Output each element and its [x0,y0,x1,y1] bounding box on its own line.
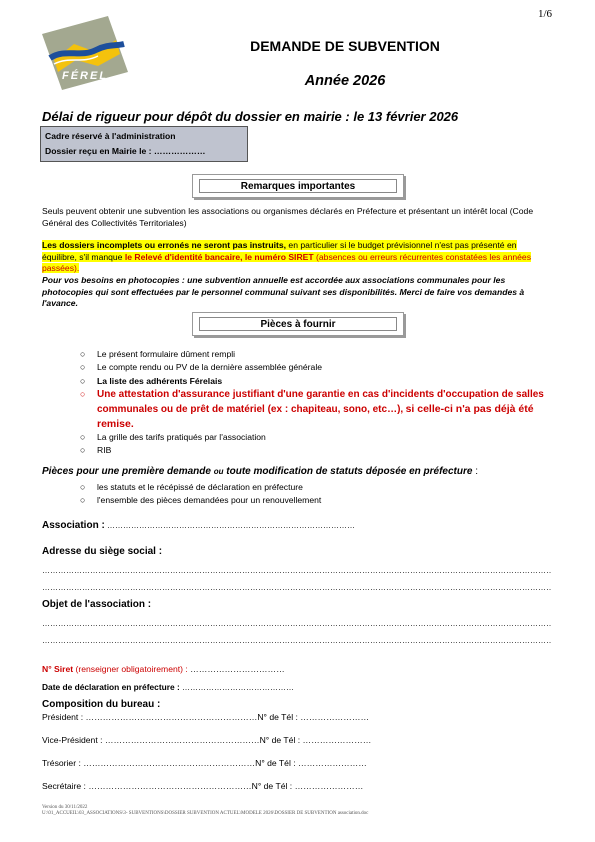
list-item: ○ Le présent formulaire dûment rempli [80,348,560,361]
bureau-name-dots: …………………………………………………… [83,758,256,768]
circle-bullet-icon: ○ [80,375,86,386]
first-request-heading: Pièces pour une première demande ou tout… [42,466,478,477]
photocopies-note: Pour vos besoins en photocopies : une su… [42,275,525,308]
bureau-name-dots: ……………………………………………… [104,735,260,745]
bureau-tel-dots: …………………… [300,712,370,722]
footer: Version du 30/11/2022 U:\01_ACCUEIL\03_A… [42,805,368,817]
first-request-b: ou [213,467,224,476]
first-request-colon: : [472,466,479,477]
warning-red-bold: le Relevé d'identité bancaire, le numéro… [124,251,314,262]
circle-bullet-icon: ○ [80,495,86,506]
bureau-label: Composition du bureau : [42,699,161,710]
bureau-tel-dots: …………………… [294,781,364,791]
bureau-name-dots: …………………………………………………… [85,712,258,722]
list-item: ○ La liste des adhérents Férelais [80,375,560,388]
footer-version: Version du 30/11/2022 [42,805,88,810]
remarks-heading: Remarques importantes [199,179,397,193]
circle-bullet-icon: ○ [80,388,86,399]
siret-note: (renseigner obligatoirement) : [73,664,188,674]
bureau-role: Secrétaire : [42,781,89,791]
first-request-c: toute modification de statuts déposée en… [223,466,473,477]
siege-label: Adresse du siège social : [42,546,163,557]
first-request-list: ○ les statuts et le récépissé de déclarat… [80,481,560,508]
list-item-label-extra: si celle-ci n'a pas déjà été remise. [97,402,534,430]
footer-path: U:\01_ACCUEIL\03_ASSOCIATIONS\3- SUBVENT… [42,811,369,816]
date-label: Date de déclaration en préfecture : [42,682,180,692]
bureau-tel-dots: …………………… [302,735,372,745]
remarks-intro: Seuls peuvent obtenir une subvention les… [42,206,534,228]
list-item: ○ l'ensemble des pièces demandées pour un… [80,494,560,507]
bureau-tel-label: N° de Tél : [257,712,301,722]
circle-bullet-icon: ○ [80,482,86,492]
admin-box: Cadre réservé à l'administration Dossier… [40,126,248,162]
bureau-role: Trésorier : [42,758,84,768]
document-title: DEMANDE DE SUBVENTION [250,38,440,54]
page-number: 1/6 [537,8,552,20]
list-item: ○ La grille des tarifs pratiqués par l'as… [80,431,560,444]
list-item: ○ les statuts et le récépissé de déclarat… [80,481,560,494]
ferel-logo: L'ENTRE AIX ET GARDMIER FÉREL [40,8,132,92]
bureau-tel-dots: …………………… [298,758,367,768]
list-item-label: La liste des adhérents Férelais [97,375,223,386]
remarks-heading-box: Remarques importantes [192,174,404,198]
siege-line-1[interactable]: …………………………………………………………………………………………………………… [42,566,552,575]
list-item: ○ Une attestation d'assurance justifiant … [80,388,560,431]
association-dots: ………………………………………………………………………………… [104,521,356,530]
bureau-tel-label: N° de Tél : [259,735,303,745]
objet-line-2[interactable]: …………………………………………………………………………………………………………… [42,636,552,645]
first-request-a: Pièces pour une première demande [42,466,214,477]
list-item-label: RIB [97,445,112,456]
siege-line-2[interactable]: …………………………………………………………………………………………………………… [42,583,552,592]
list-item-label: les statuts et le récépissé de déclarati… [97,482,303,492]
list-item: ○ Le compte rendu ou PV de la dernière as… [80,361,560,374]
circle-bullet-icon: ○ [80,432,86,443]
bureau-role: Vice-Président : [42,735,105,745]
bureau-role: Président : [42,712,86,722]
siret-dots: …………………………… [187,664,285,674]
list-item-label: Le compte rendu ou PV de la dernière ass… [97,362,323,373]
circle-bullet-icon: ○ [80,445,86,456]
bureau-tel-label: N° de Tél : [251,781,295,791]
remarks-warning: Les dossiers incomplets ou erronés ne se… [42,240,552,275]
admin-box-title: Cadre réservé à l'administration [45,131,176,141]
association-label: Association : [42,520,105,531]
bureau-row-secretaire[interactable]: Secrétaire : …………………………………………………N° de Té… [42,781,363,791]
deadline-text: Délai de rigueur pour dépôt du dossier e… [42,109,459,124]
circle-bullet-icon: ○ [80,349,86,359]
list-item-label: Une attestation d'assurance justifiant d… [97,388,544,415]
association-field[interactable]: Association : ……………………………………………………………………… [42,520,355,531]
pieces-list: ○ Le présent formulaire dûment rempli ○ Le… [80,348,560,458]
pieces-heading-box: Pièces à fournir [192,312,404,336]
bureau-tel-label: N° de Tél : [255,758,299,768]
siret-field[interactable]: N° Siret (renseigner obligatoirement) : … [42,664,285,674]
list-item-label: La grille des tarifs pratiqués par l'ass… [97,432,266,443]
date-field[interactable]: Date de déclaration en préfecture : …………… [42,682,294,692]
list-item-label: l'ensemble des pièces demandées pour un … [97,495,322,506]
bureau-name-dots: ………………………………………………… [88,781,252,791]
date-dots: …………………………………… [179,683,294,692]
bureau-row-tresorier[interactable]: Trésorier : ……………………………………………………N° de Té… [42,758,367,768]
objet-line-1[interactable]: …………………………………………………………………………………………………………… [42,619,552,628]
bureau-row-president[interactable]: Président : ……………………………………………………N° de Té… [42,712,369,722]
warning-bold: Les dossiers incomplets ou erronés ne se… [42,240,287,250]
bureau-row-vice-president[interactable]: Vice-Président : ………………………………………………N° de… [42,735,371,745]
admin-box-received: Dossier reçu en Mairie le : ……………… [45,146,206,156]
logo-name: FÉREL [62,70,109,82]
objet-label: Objet de l'association : [42,599,152,610]
document-year: Année 2026 [304,73,386,89]
list-item-label: Le présent formulaire dûment rempli [97,349,236,359]
pieces-heading: Pièces à fournir [199,317,397,331]
list-item: ○ RIB [80,444,560,457]
circle-bullet-icon: ○ [80,362,86,373]
siret-label: N° Siret [42,664,74,674]
